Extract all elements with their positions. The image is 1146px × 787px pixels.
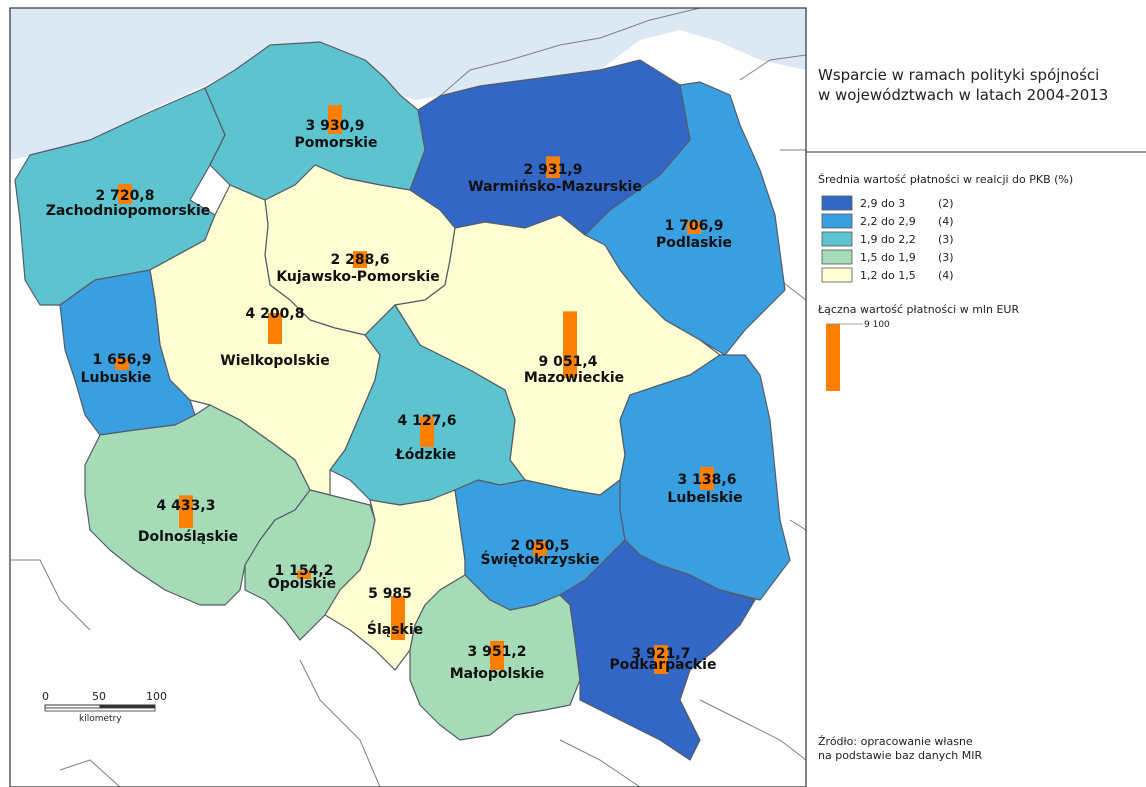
value-label-kujawsko-pomorskie: 2 288,6 xyxy=(331,252,390,268)
name-label-lodzkie: Łódzkie xyxy=(395,447,456,463)
value-label-lubelskie: 3 138,6 xyxy=(678,472,737,488)
map-title-line-1: Wsparcie w ramach polityki spójności xyxy=(818,66,1099,84)
bar-wielkopolskie xyxy=(268,313,282,344)
value-label-malopolskie: 3 951,2 xyxy=(468,644,527,660)
bar-opolskie xyxy=(297,570,311,579)
neighbour-borders xyxy=(10,7,807,787)
legend-swatch-1 xyxy=(821,213,853,229)
payment-bars-layer xyxy=(115,105,714,674)
value-label-podkarpackie: 3 921,7 xyxy=(632,646,691,662)
scale-bar: 0 50 100 kilometry xyxy=(42,690,167,724)
legend-swatch-4 xyxy=(821,267,853,283)
bar-swietokrzyskie xyxy=(533,540,547,556)
legend-count-1: (4) xyxy=(938,215,954,228)
value-label-opolskie: 1 154,2 xyxy=(275,563,334,579)
legend-bar-title: Łączna wartość płatności w mln EUR xyxy=(817,303,1019,316)
baltic-sea xyxy=(10,8,806,160)
legend-count-0: (2) xyxy=(938,197,954,210)
name-label-podlaskie: Podlaskie xyxy=(656,235,732,251)
legend-swatch-0 xyxy=(821,195,853,211)
legend-count-3: (3) xyxy=(938,251,954,264)
source-line-2: na podstawie baz danych MIR xyxy=(818,749,982,762)
legend-label-0: 2,9 do 3 xyxy=(860,197,905,210)
name-label-opolskie: Opolskie xyxy=(268,576,336,592)
bar-lubelskie xyxy=(700,466,714,490)
region-podlaskie[interactable] xyxy=(584,81,786,356)
value-label-mazowieckie: 9 051,4 xyxy=(539,354,598,370)
legend-swatch-2 xyxy=(821,231,853,247)
value-label-slaskie: 5 985 xyxy=(368,586,412,602)
name-label-lubuskie: Lubuskie xyxy=(81,370,152,386)
name-label-kujawsko-pomorskie: Kujawsko-Pomorskie xyxy=(276,269,439,285)
value-label-zachodniopomorskie: 2 720,8 xyxy=(96,188,155,204)
scale-tick-50: 50 xyxy=(92,690,106,703)
region-opolskie[interactable] xyxy=(244,489,376,641)
legend-classes: 2,9 do 3 (2) 2,2 do 2,9 (4) 1,9 do 2,2 (3) 1,5… xyxy=(821,195,954,283)
value-label-wielkopolskie: 4 200,8 xyxy=(246,306,305,322)
name-label-pomorskie: Pomorskie xyxy=(295,135,378,151)
bar-zachodniopomorskie xyxy=(118,183,132,204)
scale-unit: kilometry xyxy=(79,714,122,724)
bar-mazowieckie xyxy=(563,311,577,378)
legend-fill-title: Średnia wartość płatności w realcji do P… xyxy=(818,173,1073,186)
bar-slaskie xyxy=(391,595,405,640)
legend-label-1: 2,2 do 2,9 xyxy=(860,215,916,228)
bar-lodzkie xyxy=(420,416,434,447)
bar-warminsko-mazurskie xyxy=(546,156,560,178)
legend-count-4: (4) xyxy=(938,269,954,282)
value-label-lodzkie: 4 127,6 xyxy=(398,413,457,429)
legend-bar-symbol xyxy=(826,324,840,391)
name-label-dolnoslaskie: Dolnośląskie xyxy=(138,529,238,545)
map-frame xyxy=(9,7,807,787)
name-label-zachodniopomorskie: Zachodniopomorskie xyxy=(46,203,211,219)
value-label-dolnoslaskie: 4 433,3 xyxy=(157,498,216,514)
value-label-pomorskie: 3 930,9 xyxy=(306,118,365,134)
scale-tick-100: 100 xyxy=(146,690,167,703)
map-title-line-2: w województwach w latach 2004-2013 xyxy=(818,86,1108,104)
name-label-swietokrzyskie: Świętokrzyskie xyxy=(480,550,599,568)
name-label-podkarpackie: Podkarpackie xyxy=(610,657,717,673)
legend-panel: Wsparcie w ramach polityki spójności w w… xyxy=(806,66,1146,762)
legend-label-4: 1,2 do 1,5 xyxy=(860,269,916,282)
bar-dolnoslaskie xyxy=(179,495,193,528)
bar-malopolskie xyxy=(490,640,504,670)
value-label-swietokrzyskie: 2 050,5 xyxy=(511,538,570,554)
value-label-podlaskie: 1 706,9 xyxy=(665,218,724,234)
scale-tick-0: 0 xyxy=(42,690,49,703)
bar-podkarpackie xyxy=(654,645,668,674)
legend-bar-ref-label: 9 100 xyxy=(864,320,890,330)
legend-count-2: (3) xyxy=(938,233,954,246)
name-label-mazowieckie: Mazowieckie xyxy=(524,370,624,386)
value-label-warminsko-mazurskie: 2 931,9 xyxy=(524,162,583,178)
bar-pomorskie xyxy=(328,105,342,134)
name-label-wielkopolskie: Wielkopolskie xyxy=(220,353,329,369)
name-label-warminsko-mazurskie: Warmińsko-Mazurskie xyxy=(468,179,642,195)
bar-lubuskie xyxy=(115,357,129,370)
legend-swatch-3 xyxy=(821,249,853,265)
legend-label-2: 1,9 do 2,2 xyxy=(860,233,916,246)
value-label-lubuskie: 1 656,9 xyxy=(93,352,152,368)
bar-podlaskie xyxy=(687,221,701,234)
source-line-1: Źródło: opracowanie własne xyxy=(818,735,973,748)
name-label-malopolskie: Małopolskie xyxy=(450,666,545,682)
bar-kujawsko-pomorskie xyxy=(353,251,367,268)
legend-label-3: 1,5 do 1,9 xyxy=(860,251,916,264)
name-label-slaskie: Śląskie xyxy=(367,620,423,638)
name-label-lubelskie: Lubelskie xyxy=(667,490,742,506)
